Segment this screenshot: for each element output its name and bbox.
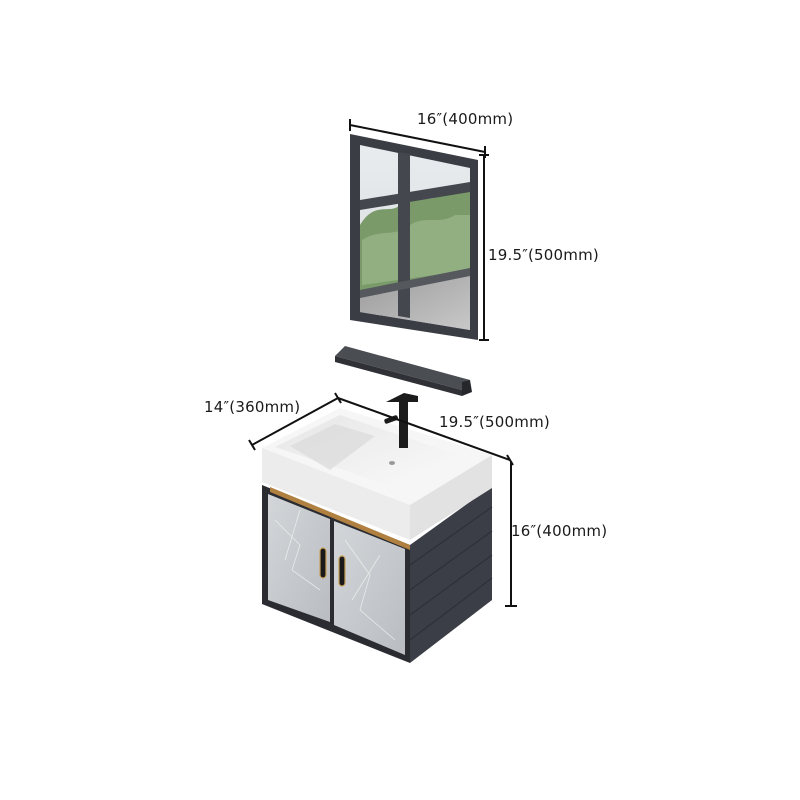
sink-vanity	[262, 393, 493, 663]
vanity-width-label: 19.5″(500mm)	[439, 413, 550, 431]
mirror	[350, 134, 478, 340]
mirror-width-label: 16″(400mm)	[417, 110, 514, 128]
shelf	[335, 346, 472, 396]
vanity-height-label: 16″(400mm)	[511, 522, 608, 540]
mirror-height-label: 19.5″(500mm)	[488, 246, 599, 264]
dimension-lines	[248, 119, 517, 607]
vanity-depth-label: 14″(360mm)	[204, 398, 301, 416]
